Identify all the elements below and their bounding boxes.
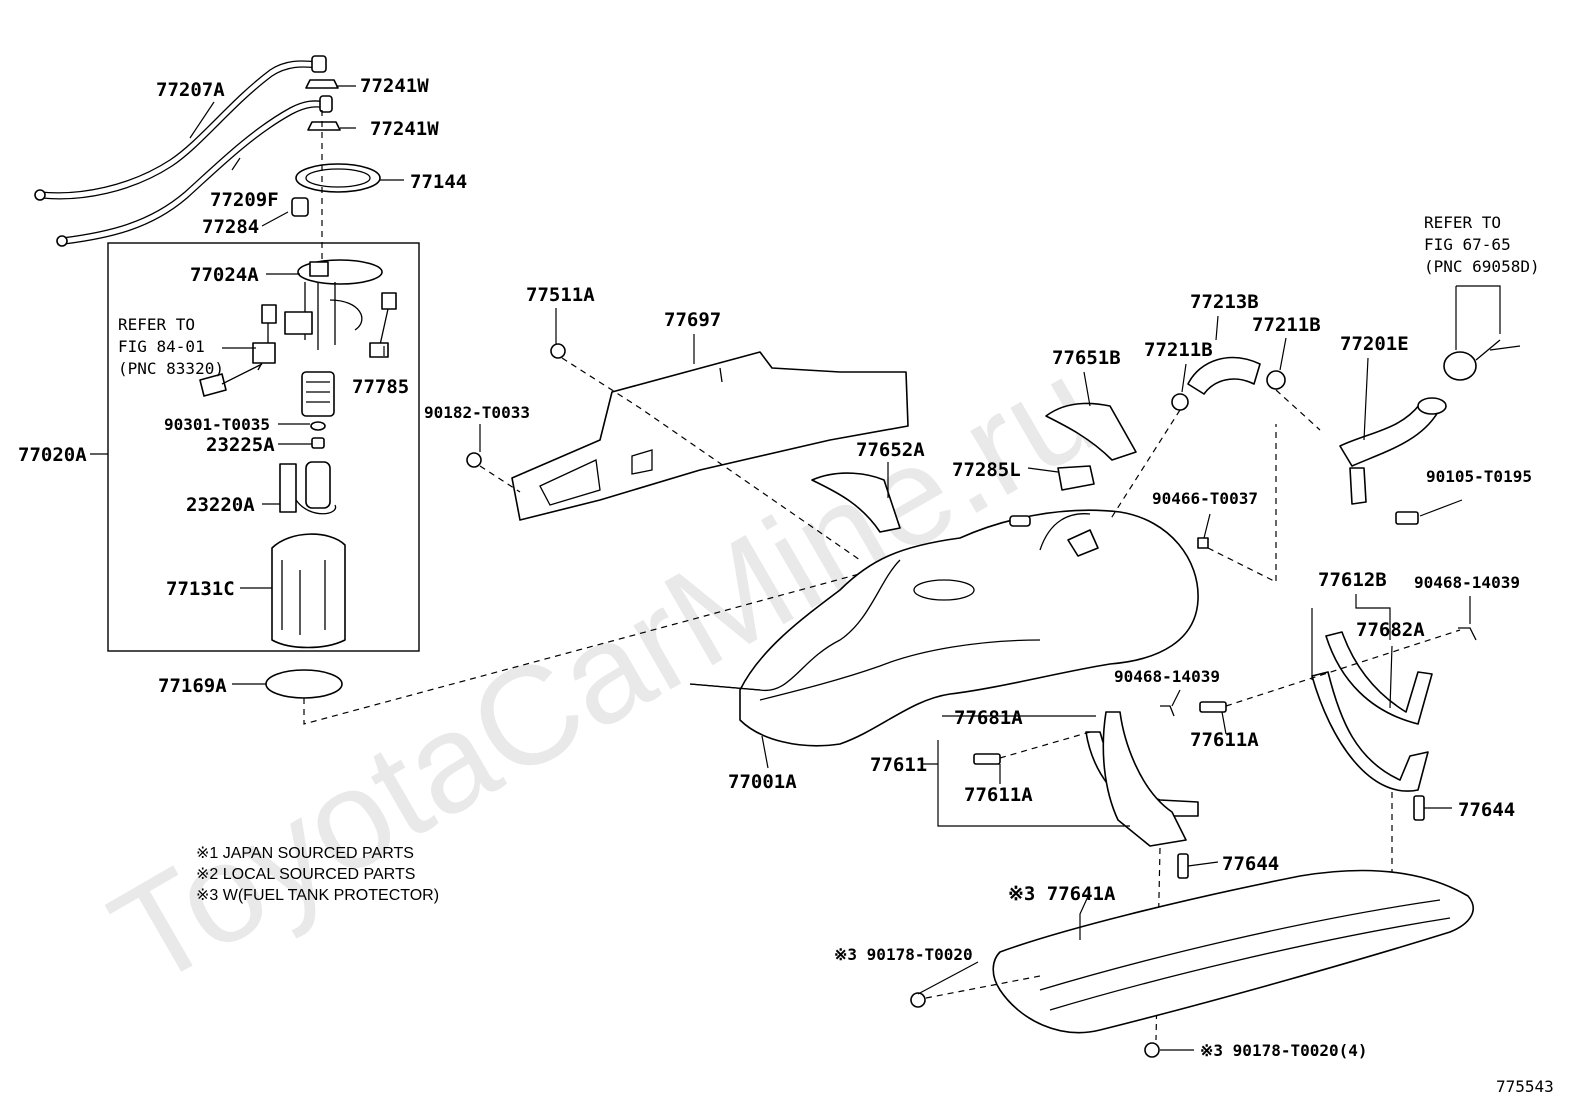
label-77511A: 77511A	[526, 284, 595, 306]
clip-77241W-lower	[307, 121, 341, 131]
label-77611A-left: 77611A	[964, 784, 1033, 806]
label-77020A: 77020A	[18, 444, 87, 466]
note-japan-sourced: ※1 JAPAN SOURCED PARTS	[196, 845, 414, 862]
clip-77511A	[550, 343, 566, 359]
label-77211B-right: 77211B	[1252, 314, 1321, 336]
breather-line	[689, 683, 761, 691]
label-77285L: 77285L	[952, 459, 1021, 481]
label-77785: 77785	[352, 376, 409, 398]
bolt-77611A-right	[1199, 701, 1227, 713]
clip-77241W-upper	[305, 79, 339, 89]
label-90182-T0033: 90182-T0033	[424, 403, 530, 422]
tank-band-77611	[1085, 711, 1199, 847]
pump-ref-line2: FIG 84-01	[118, 337, 205, 356]
protector-77652A	[811, 472, 901, 533]
label-23220A: 23220A	[186, 494, 255, 516]
fuel-pump-housing-77131C	[271, 533, 346, 649]
fuel-pump-assembly-box	[107, 242, 420, 652]
bolt-77611A-left	[973, 753, 1001, 765]
fuel-pump-upper-77024A	[199, 259, 383, 397]
label-77211B-left: 77211B	[1144, 339, 1213, 361]
cushion-23225A	[311, 437, 325, 449]
gasket-77169A	[265, 669, 343, 699]
fuel-line-77209F	[56, 95, 333, 247]
tank-band-77612B	[1311, 631, 1433, 792]
filter-90301	[301, 371, 335, 417]
label-77644-right: 77644	[1458, 799, 1515, 821]
fuel-tank-protector-77641A	[992, 869, 1474, 1034]
note-tank-protector: ※3 W(FUEL TANK PROTECTOR)	[196, 887, 439, 904]
label-90301-T0035: 90301-T0035	[164, 415, 270, 434]
bolt-77644-right	[1413, 795, 1425, 821]
bolt-77644-left	[1177, 853, 1189, 879]
label-23225A: 23225A	[206, 434, 275, 456]
fuel-tank-77001A	[689, 509, 1199, 747]
connector-77785	[369, 292, 397, 358]
clip-77284	[291, 197, 309, 217]
label-77681A: 77681A	[954, 707, 1023, 729]
clip-90468-right	[1458, 627, 1477, 641]
filler-hose-77213B	[1187, 356, 1261, 395]
bolt-90105	[1395, 511, 1419, 525]
label-77001A: 77001A	[728, 771, 797, 793]
label-77213B: 77213B	[1190, 291, 1259, 313]
protector-77651B	[1045, 402, 1137, 461]
label-77652A: 77652A	[856, 439, 925, 461]
label-77641A: ※3 77641A	[1008, 883, 1116, 905]
label-90468-14039-mid: 90468-14039	[1114, 667, 1220, 686]
note-local-sourced: ※2 LOCAL SOURCED PARTS	[196, 866, 415, 883]
fuel-cap	[1443, 339, 1521, 381]
pump-ref-line3: (PNC 83320)	[118, 359, 224, 378]
label-77144: 77144	[410, 171, 467, 193]
label-90178-T0020-bottom: ※3 90178-T0020(4)	[1200, 1041, 1368, 1060]
label-90468-14039-right: 90468-14039	[1414, 573, 1520, 592]
cap-ref-line2: FIG 67-65	[1424, 235, 1511, 254]
label-77169A: 77169A	[158, 675, 227, 697]
figure-code: 775543	[1496, 1077, 1554, 1096]
label-77024A: 77024A	[190, 264, 259, 286]
label-77284: 77284	[202, 216, 259, 238]
label-90466-T0037: 90466-T0037	[1152, 489, 1258, 508]
heat-insulator-77697	[511, 351, 909, 521]
filler-pipe-77201E	[1339, 397, 1447, 505]
label-77651B: 77651B	[1052, 347, 1121, 369]
label-90105-T0195: 90105-T0195	[1426, 467, 1532, 486]
clamp-77285L	[1057, 465, 1095, 491]
label-77697: 77697	[664, 309, 721, 331]
pump-ref-line1: REFER TO	[118, 315, 195, 334]
label-77644-left: 77644	[1222, 853, 1279, 875]
oring-90301	[310, 421, 326, 431]
clip-90182	[466, 452, 482, 468]
label-77207A: 77207A	[156, 79, 225, 101]
bolt-90178-left	[910, 992, 926, 1008]
fuel-line-77207A	[34, 55, 327, 201]
label-77682A: 77682A	[1356, 619, 1425, 641]
cap-ref-line3: (PNC 69058D)	[1424, 257, 1540, 276]
hose-clamp-77211B-left	[1171, 393, 1189, 411]
bolt-90178-bottom	[1144, 1042, 1160, 1058]
label-77131C: 77131C	[166, 578, 235, 600]
label-77209F: 77209F	[210, 189, 279, 211]
label-77241W-upper: 77241W	[360, 75, 429, 97]
cap-ref-line1: REFER TO	[1424, 213, 1501, 232]
hose-clamp-77211B-right	[1266, 370, 1286, 390]
clip-90468-mid	[1160, 705, 1175, 717]
clip-90466	[1197, 537, 1209, 549]
fuel-pump-23220A	[279, 461, 337, 515]
label-77241W-lower: 77241W	[370, 118, 439, 140]
label-77201E: 77201E	[1340, 333, 1409, 355]
label-77611A-right: 77611A	[1190, 729, 1259, 751]
retainer-ring-77144	[295, 163, 381, 193]
label-77611: 77611	[870, 754, 927, 776]
label-90178-T0020-left: ※3 90178-T0020	[834, 945, 973, 964]
label-77612B: 77612B	[1318, 569, 1387, 591]
